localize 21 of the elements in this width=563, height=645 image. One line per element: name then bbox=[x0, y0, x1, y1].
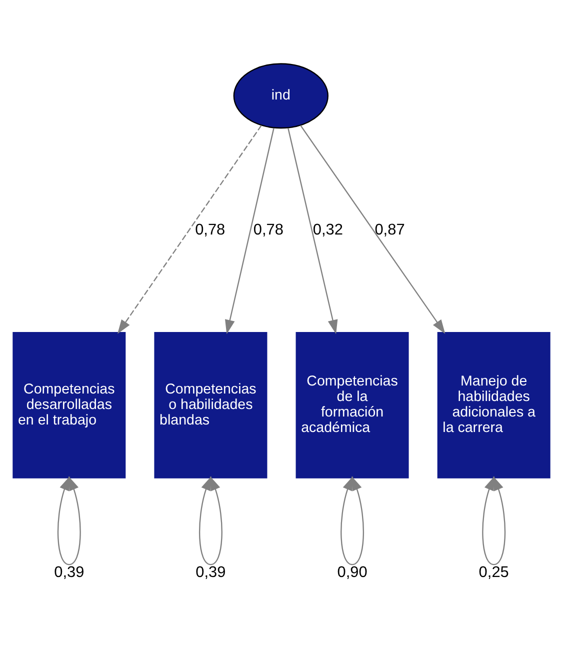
node-box: Competencias o habilidades blandas bbox=[154, 332, 268, 478]
edge-label: 0,87 bbox=[374, 221, 405, 238]
arrow bbox=[117, 125, 262, 334]
node-box: Competencias de la formación académica bbox=[296, 332, 409, 478]
arrow bbox=[198, 476, 222, 566]
arrow bbox=[340, 476, 364, 566]
edge-label: 0,39 bbox=[54, 564, 84, 581]
arrow bbox=[288, 128, 338, 334]
arrow bbox=[57, 476, 81, 566]
node-box: Competencias desarrolladas en el trabajo bbox=[12, 332, 126, 478]
edge-label: 0,78 bbox=[195, 221, 226, 238]
arrow bbox=[225, 128, 274, 334]
edge-label: 0,25 bbox=[478, 564, 509, 581]
edge-label: 0,78 bbox=[253, 221, 284, 238]
node-box: Manejo de habilidades adicionales a la carrera bbox=[437, 332, 550, 478]
edge-label: 0,90 bbox=[337, 564, 368, 581]
edge-label: 0,32 bbox=[312, 221, 343, 238]
node-ellipse: ind bbox=[233, 63, 328, 129]
arrow bbox=[300, 125, 446, 334]
edge-label: 0,39 bbox=[196, 564, 226, 581]
arrow bbox=[482, 476, 506, 566]
